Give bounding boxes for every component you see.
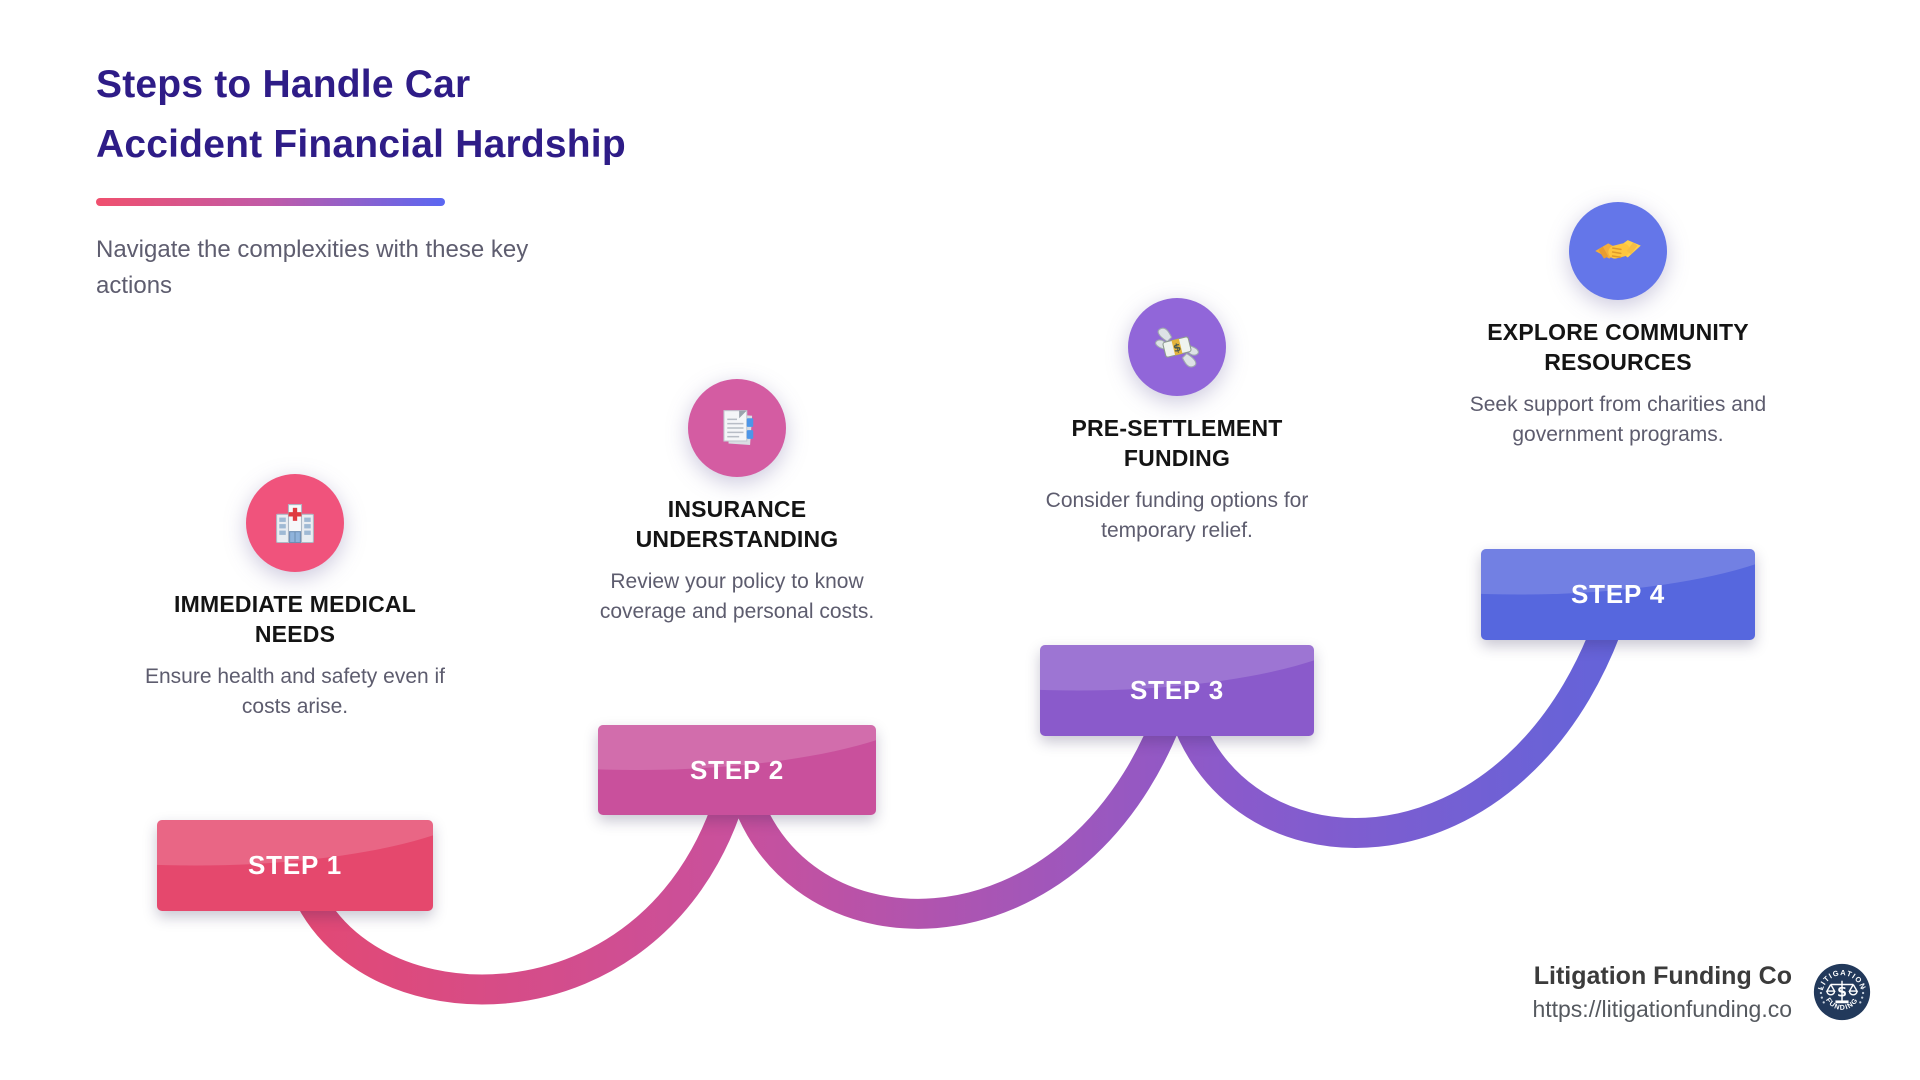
step3-label: STEP 3	[1130, 675, 1224, 705]
step1-description: Ensure health and safety even if costs a…	[144, 664, 446, 719]
step1-box: STEP 1	[157, 820, 433, 911]
page-title: Steps to Handle Car Accident Financial H…	[96, 55, 626, 176]
step4-box: STEP 4	[1481, 549, 1755, 640]
page-title-line1: Steps to Handle Car	[96, 63, 471, 106]
step4-heading: EXPLORE COMMUNITY RESOURCES	[1487, 319, 1749, 375]
step1-icon-circle	[246, 474, 344, 572]
company-name: Litigation Funding Co	[1533, 962, 1792, 990]
curve-step1-step2	[280, 755, 755, 1005]
hospital-icon	[276, 504, 314, 544]
step1-heading: IMMEDIATE MEDICAL NEEDS	[174, 591, 416, 647]
page-title-line2: Accident Financial Hardship	[96, 123, 626, 167]
step4-icon-circle	[1569, 202, 1667, 300]
step3-description: Consider funding options for temporary r…	[1045, 488, 1309, 543]
curve-step2-step3	[722, 677, 1195, 929]
step2-heading: INSURANCE UNDERSTANDING	[635, 496, 839, 552]
footer: Litigation Funding Co https://litigation…	[1532, 960, 1872, 1025]
logo-scales-of-justice	[1825, 981, 1859, 1002]
step-column-2: INSURANCE UNDERSTANDING Review your poli…	[547, 379, 927, 628]
title-accent-underline	[96, 198, 445, 206]
step3-icon-circle: $	[1128, 298, 1226, 396]
step4-description: Seek support from charities and governme…	[1469, 392, 1767, 447]
step2-icon-circle	[688, 379, 786, 477]
step1-label: STEP 1	[248, 850, 342, 880]
handshake-icon	[1595, 240, 1641, 259]
step4-label: STEP 4	[1571, 579, 1665, 609]
svg-text:$: $	[1172, 341, 1182, 355]
page-subtitle: Navigate the complexities with these key…	[96, 236, 529, 299]
step2-label: STEP 2	[690, 754, 784, 785]
curve-step3-step4	[1162, 583, 1635, 848]
company-url: https://litigationfunding.co	[1532, 995, 1792, 1022]
step2-box: STEP 2	[598, 725, 876, 815]
bookmark-tabs-icon	[723, 410, 754, 445]
step-column-1: IMMEDIATE MEDICAL NEEDS Ensure health an…	[105, 474, 485, 723]
step2-description: Review your policy to know coverage and …	[599, 569, 875, 624]
logo-dollar-sign: $	[1837, 985, 1847, 1001]
step3-heading: PRE-SETTLEMENT FUNDING	[1071, 415, 1283, 471]
money-with-wings-icon: $	[1155, 327, 1199, 368]
step3-box: STEP 3	[1040, 645, 1314, 736]
logo-base	[1835, 1000, 1849, 1004]
step-column-4: EXPLORE COMMUNITY RESOURCES Seek support…	[1428, 202, 1808, 451]
company-logo: LITIGATION FUNDING $	[1813, 964, 1871, 1021]
step-column-3: $ PRE-SETTLEMENT FUNDING Consider fundin…	[987, 298, 1367, 547]
logo-laurel-leaves	[1819, 987, 1865, 1004]
